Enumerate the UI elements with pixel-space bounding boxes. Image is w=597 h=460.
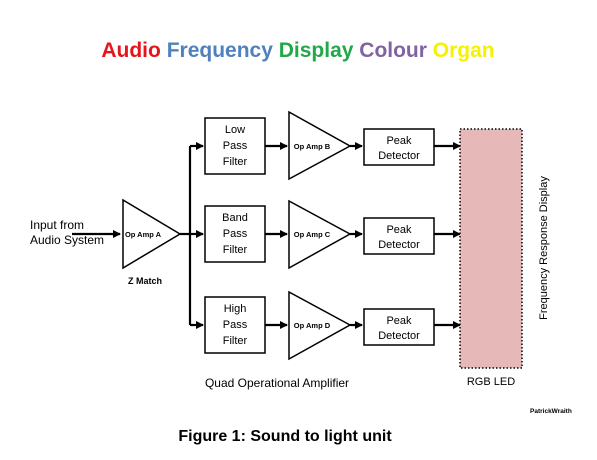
band-pass-filter-box	[204, 205, 266, 263]
rgb-led-label: RGB LED	[467, 376, 515, 388]
high-pass-filter-line1: High	[224, 303, 247, 315]
band-pass-filter-line1: Band	[222, 212, 248, 224]
title-word-organ: Organ	[433, 39, 495, 62]
high-pass-filter-line3: Filter	[223, 335, 248, 347]
peak-detector-2-box	[363, 217, 435, 255]
peak-detector-3-box	[363, 308, 435, 346]
peak-detector-2-line1: Peak	[386, 224, 412, 236]
peak-detector-1-line1: Peak	[386, 135, 412, 147]
band-pass-filter-line2: Pass	[223, 228, 248, 240]
band-pass-filter-line3: Filter	[223, 244, 248, 256]
op-amp-c-triangle	[288, 199, 352, 270]
title-word-colour: Colour	[359, 39, 427, 62]
title-word-frequency: Frequency	[167, 39, 274, 62]
high-pass-filter-line2: Pass	[223, 319, 248, 331]
diagram-title: Audio Frequency Display Colour Organ	[101, 39, 494, 62]
z-match-label: Z Match	[128, 276, 162, 286]
peak-detector-3-line1: Peak	[386, 315, 412, 327]
op-amp-d-triangle	[288, 290, 352, 361]
peak-detector-1-line2: Detector	[378, 150, 420, 162]
peak-detector-2-line2: Detector	[378, 239, 420, 251]
op-amp-a-triangle	[122, 198, 182, 270]
peak-detector-3-line2: Detector	[378, 330, 420, 342]
title-word-audio: Audio	[101, 39, 160, 62]
rgb-led-block	[459, 128, 523, 369]
low-pass-filter-line3: Filter	[223, 156, 248, 168]
op-amp-b-label: Op Amp B	[294, 142, 331, 151]
input-label-line2: Audio System	[30, 233, 104, 247]
low-pass-filter-box	[204, 117, 266, 175]
high-pass-filter-box	[204, 296, 266, 354]
title-word-display: Display	[279, 39, 354, 62]
op-amp-b-triangle	[288, 110, 352, 181]
figure-caption: Figure 1: Sound to light unit	[178, 428, 392, 445]
low-pass-filter-line1: Low	[225, 124, 245, 136]
quad-op-amp-label: Quad Operational Amplifier	[205, 376, 349, 390]
author-credit: PatrickWraith	[530, 408, 572, 415]
frequency-response-display-label: Frequency Response Display	[538, 176, 550, 320]
input-label-line1: Input from	[30, 218, 84, 232]
op-amp-d-label: Op Amp D	[294, 321, 331, 330]
op-amp-a-label: Op Amp A	[125, 230, 162, 239]
low-pass-filter-line2: Pass	[223, 140, 248, 152]
op-amp-c-label: Op Amp C	[294, 230, 331, 239]
